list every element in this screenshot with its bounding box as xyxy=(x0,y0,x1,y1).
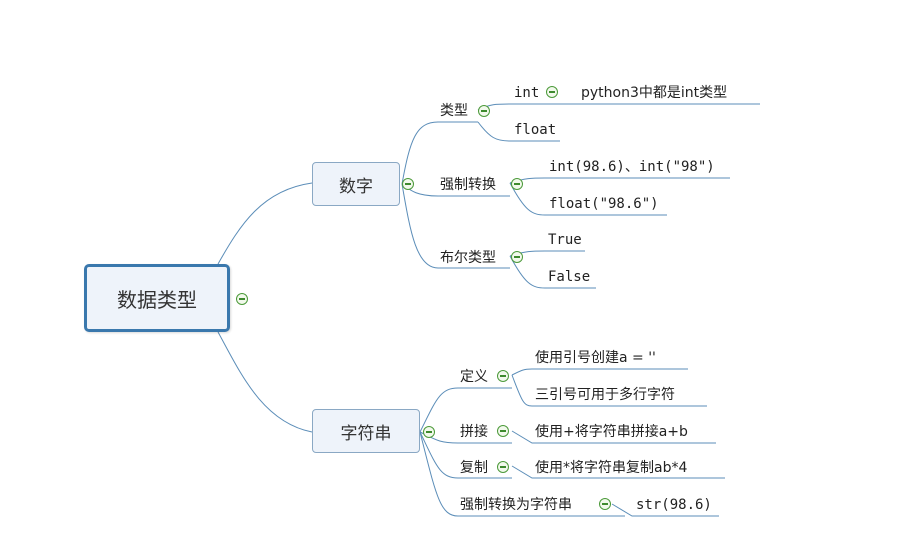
subtopic-type[interactable]: 类型 xyxy=(440,103,468,119)
collapse-minus-icon[interactable] xyxy=(497,370,509,382)
collapse-minus-icon[interactable] xyxy=(402,178,414,190)
collapse-minus-icon[interactable] xyxy=(599,498,611,510)
item-concat[interactable]: 使用+将字符串拼接a+b xyxy=(535,424,688,440)
item-true[interactable]: True xyxy=(548,232,582,248)
item-str[interactable]: str(98.6) xyxy=(636,497,712,513)
item-define-triple[interactable]: 三引号可用于多行字符 xyxy=(535,387,675,403)
subtopic-concat[interactable]: 拼接 xyxy=(460,424,488,440)
topic-number[interactable]: 数字 xyxy=(312,162,400,206)
collapse-minus-icon[interactable] xyxy=(478,105,490,117)
topic-string-label: 字符串 xyxy=(340,423,392,444)
item-false[interactable]: False xyxy=(548,269,591,285)
collapse-minus-icon[interactable] xyxy=(497,461,509,473)
topic-number-label: 数字 xyxy=(339,176,373,197)
collapse-minus-icon[interactable] xyxy=(236,293,248,305)
collapse-minus-icon[interactable] xyxy=(511,251,523,263)
subtopic-to-string[interactable]: 强制转换为字符串 xyxy=(460,497,572,513)
collapse-minus-icon[interactable] xyxy=(546,86,558,98)
subtopic-repeat[interactable]: 复制 xyxy=(460,460,488,476)
subtopic-define[interactable]: 定义 xyxy=(460,369,488,385)
item-define-quote[interactable]: 使用引号创建a = '' xyxy=(535,350,656,366)
collapse-minus-icon[interactable] xyxy=(497,425,509,437)
subtopic-bool[interactable]: 布尔类型 xyxy=(440,250,496,266)
item-cast-int[interactable]: int(98.6)、int("98") xyxy=(549,159,715,175)
topic-string[interactable]: 字符串 xyxy=(312,409,420,453)
item-int-note[interactable]: python3中都是int类型 xyxy=(581,85,728,101)
item-cast-float[interactable]: float("98.6") xyxy=(549,196,659,212)
item-repeat[interactable]: 使用*将字符串复制ab*4 xyxy=(535,460,688,476)
root-topic[interactable]: 数据类型 xyxy=(84,264,230,332)
collapse-minus-icon[interactable] xyxy=(511,178,523,190)
subtopic-cast[interactable]: 强制转换 xyxy=(440,177,496,193)
item-int[interactable]: int xyxy=(514,85,540,101)
item-float[interactable]: float xyxy=(514,122,557,138)
collapse-minus-icon[interactable] xyxy=(423,426,435,438)
root-topic-label: 数据类型 xyxy=(117,287,197,312)
